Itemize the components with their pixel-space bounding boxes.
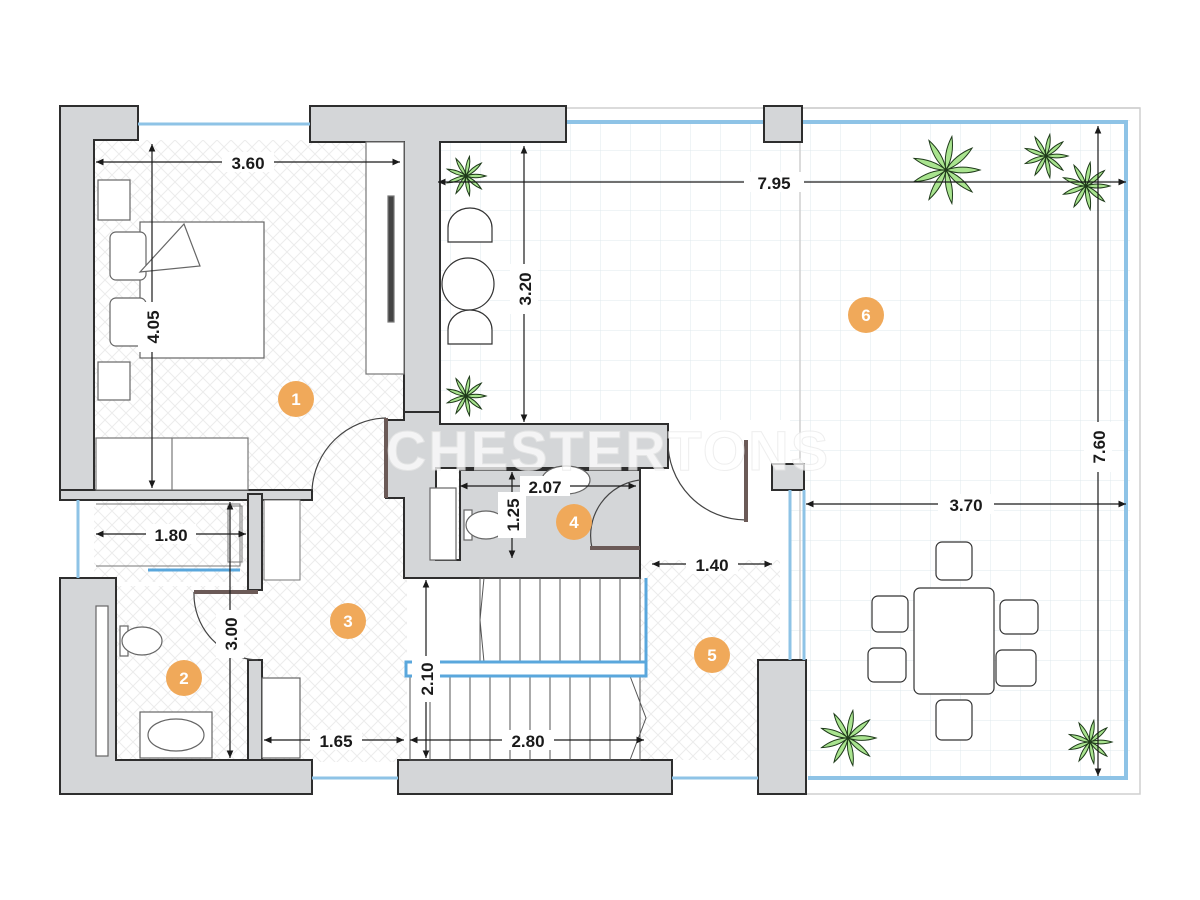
dim-bathroom-depth: 3.00 (222, 617, 241, 650)
svg-text:1: 1 (291, 390, 300, 409)
dim-stair-width: 2.80 (511, 732, 544, 751)
closet-icon (96, 499, 301, 581)
dim-closet-width: 1.80 (154, 526, 187, 545)
wall-bath-post (247, 659, 263, 761)
dim-wc-depth: 1.25 (504, 498, 523, 531)
plants (445, 132, 1114, 768)
dim-stair-depth: 2.10 (418, 662, 437, 695)
wall-column-terrace (763, 105, 803, 143)
svg-text:4: 4 (569, 513, 579, 532)
room-badge-3: 3 (330, 603, 366, 639)
dimension-labels: 3.60 4.05 1.80 3.00 1.65 2.10 2.80 2.07 … (138, 152, 1112, 751)
dim-terrace-lower-width: 3.70 (949, 496, 982, 515)
wall-closet-post (247, 493, 263, 591)
sink-icon (139, 711, 213, 759)
dim-landing-width: 1.40 (695, 556, 728, 575)
wall-west-lower (59, 577, 313, 795)
wall-south-mid (397, 759, 673, 795)
toilet-icon (119, 625, 163, 657)
svg-text:5: 5 (707, 646, 716, 665)
watermark: CHESTERTONS (386, 419, 830, 482)
stairs-icon (404, 577, 648, 761)
room-badge-5: 5 (694, 637, 730, 673)
wall-east-lower (757, 659, 807, 795)
dim-terrace-depth: 7.60 (1090, 430, 1109, 463)
room-badge-2: 2 (166, 660, 202, 696)
dim-terrace-width: 7.95 (757, 174, 790, 193)
dim-hall-width: 1.65 (319, 732, 352, 751)
windows (76, 122, 806, 780)
table-icon (441, 257, 995, 695)
plant-icon (820, 708, 878, 768)
dim-bedroom-width: 3.60 (231, 154, 264, 173)
terrace-outline (566, 107, 1141, 795)
dim-wc-width: 2.07 (528, 478, 561, 497)
terrace-furniture (441, 207, 1039, 741)
plant-icon (445, 374, 488, 418)
room-badge-4: 4 (556, 504, 592, 540)
svg-text:3: 3 (343, 612, 352, 631)
walls (59, 105, 807, 795)
chair-icon (447, 207, 1039, 741)
dim-bedroom-depth: 4.05 (144, 310, 163, 343)
bathroom-fixtures (95, 605, 301, 759)
door-icon (193, 417, 748, 661)
wall-east-pier (771, 463, 805, 491)
room-badges: 1 2 3 4 5 6 (166, 297, 884, 696)
room-badge-6: 6 (848, 297, 884, 333)
svg-text:2: 2 (179, 669, 188, 688)
room-badge-1: 1 (278, 381, 314, 417)
dim-terrace-upper-depth: 3.20 (516, 272, 535, 305)
svg-text:6: 6 (861, 306, 870, 325)
plant-icon (912, 134, 982, 206)
plant-icon (1023, 132, 1070, 180)
wall-bedroom-south (59, 489, 313, 501)
wardrobe-icon (95, 141, 405, 491)
